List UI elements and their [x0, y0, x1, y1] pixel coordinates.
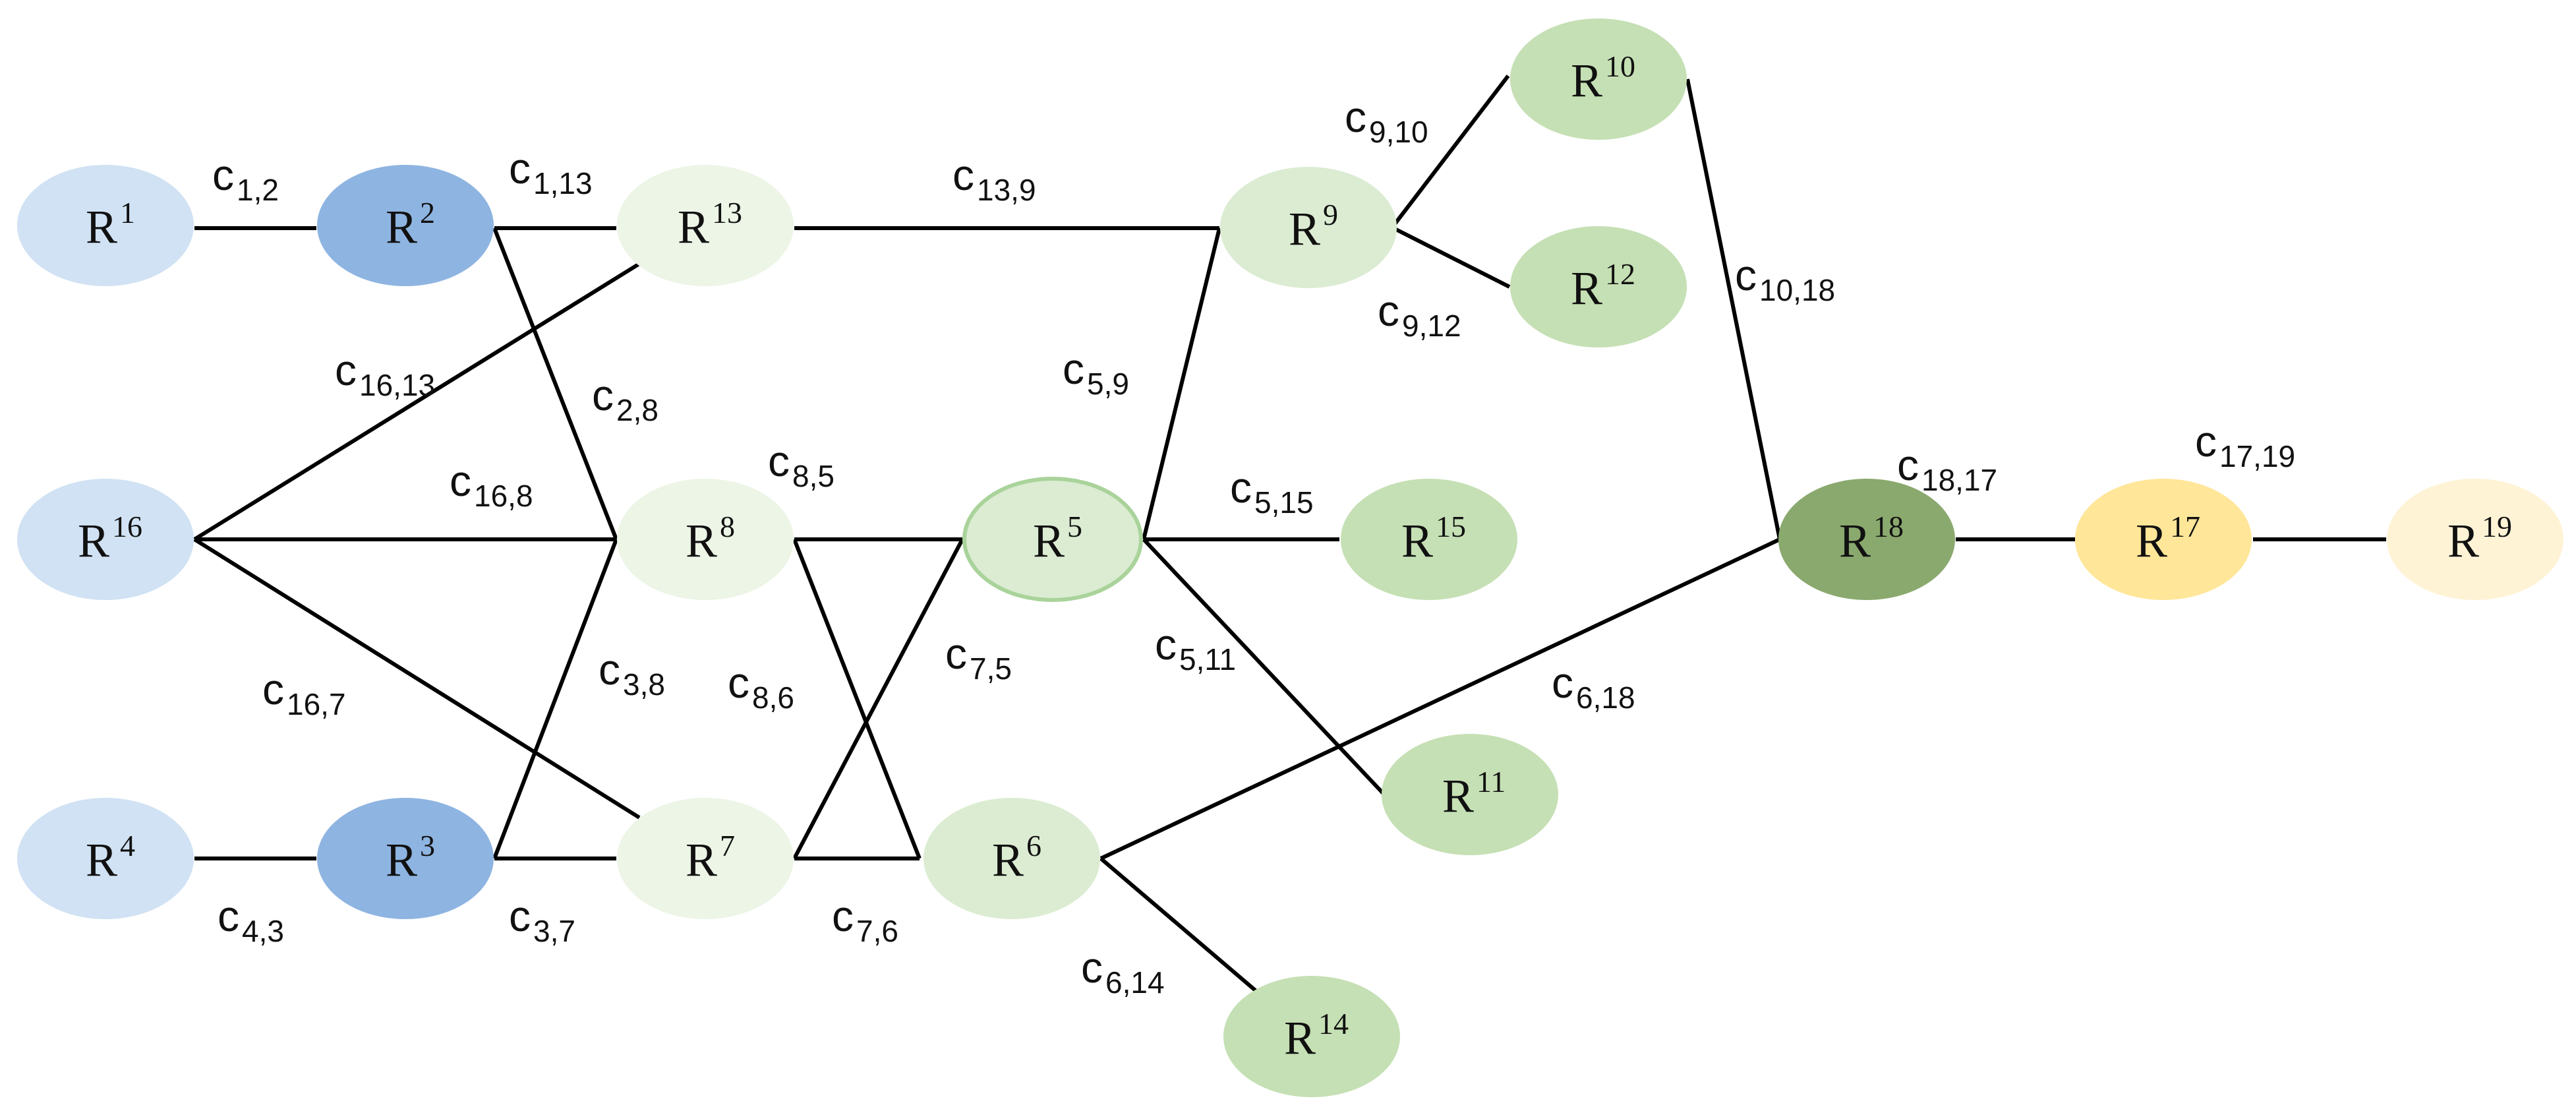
edge-labels-layer: c1,2 c1,13 c2,8 c16,13 c16,8 c16,7 c3,8 c4,3 c3,…	[212, 92, 2295, 1000]
edge-r6-r18	[1099, 537, 1781, 860]
node-r15: R15	[1341, 479, 1517, 600]
node-r3: R3	[317, 798, 494, 919]
edge-r9-r10	[1390, 75, 1510, 229]
edge-label-10-18: c10,18	[1735, 251, 1835, 307]
edge-label-5-15: c5,15	[1230, 463, 1314, 520]
edge-label-5-11: c5,11	[1155, 620, 1236, 677]
node-shape-r9	[1220, 167, 1397, 288]
node-shape-r6	[923, 798, 1100, 919]
node-r18: R18	[1778, 479, 1955, 600]
edge-r9-r12	[1391, 226, 1511, 289]
edge-label-18-17: c18,17	[1897, 440, 1997, 497]
node-label-r14: R14	[1284, 1007, 1349, 1064]
edge-label-8-5: c8,5	[768, 436, 834, 493]
node-r4: R4	[17, 798, 194, 919]
edge-r5-r9	[1142, 227, 1221, 540]
edge-label-17-19: c17,19	[2195, 417, 2295, 473]
node-shape-r17	[2075, 479, 2252, 600]
node-shape-r14	[1223, 976, 1400, 1097]
node-label-r18: R18	[1839, 510, 1904, 567]
node-r10: R10	[1510, 18, 1687, 140]
edges-layer	[193, 75, 2386, 994]
edge-label-1-2: c1,2	[212, 150, 279, 207]
node-label-r10: R10	[1571, 49, 1635, 107]
node-shape-r12	[1510, 226, 1687, 347]
node-label-r4: R4	[86, 829, 135, 886]
node-r5: R5	[962, 477, 1143, 602]
node-shape-r4	[17, 798, 194, 919]
node-shape-r13	[617, 165, 794, 286]
node-r2: R2	[317, 165, 494, 286]
node-shape-r8	[617, 479, 794, 600]
node-label-r1: R1	[86, 196, 135, 253]
edge-label-16-7: c16,7	[262, 665, 346, 721]
edge-r2-r8	[492, 227, 618, 541]
edge-r10-r18	[1685, 78, 1782, 540]
edge-r3-r8	[492, 538, 618, 860]
node-r12: R12	[1510, 226, 1687, 347]
node-label-r7: R7	[686, 829, 735, 886]
edge-r8-r6	[792, 538, 922, 860]
node-shape-r3	[317, 798, 494, 919]
edge-r6-r14	[1099, 857, 1259, 994]
node-r9: R9	[1220, 167, 1397, 288]
node-r16: R16	[17, 479, 194, 600]
node-label-r19: R19	[2447, 510, 2512, 567]
node-label-r17: R17	[2136, 510, 2200, 567]
node-label-r11: R11	[1442, 765, 1506, 822]
edge-label-9-12: c9,12	[1378, 286, 1461, 343]
node-label-r3: R3	[386, 829, 435, 886]
edge-label-5-9: c5,9	[1063, 344, 1129, 401]
node-r19: R19	[2387, 479, 2563, 600]
edge-r7-r5	[792, 538, 964, 860]
edge-label-2-8: c2,8	[592, 371, 659, 427]
edge-label-9-10: c9,10	[1345, 92, 1428, 149]
edge-r5-r11	[1142, 537, 1386, 797]
node-label-r6: R6	[992, 829, 1041, 886]
node-shape-r5	[962, 477, 1143, 602]
node-r6: R6	[923, 798, 1100, 919]
node-r13: R13	[617, 165, 794, 286]
node-r1: R1	[17, 165, 194, 286]
node-r17: R17	[2075, 479, 2252, 600]
node-r11: R11	[1382, 734, 1558, 855]
node-label-r16: R16	[78, 510, 142, 567]
node-shape-r11	[1382, 734, 1558, 855]
node-label-r8: R8	[686, 510, 735, 567]
edge-label-6-14: c6,14	[1081, 943, 1165, 1000]
edge-r16-r13	[193, 262, 641, 541]
node-label-r2: R2	[386, 196, 435, 253]
node-shape-r10	[1510, 18, 1687, 140]
node-label-r5: R5	[1033, 510, 1082, 567]
node-r7: R7	[617, 798, 794, 919]
node-label-r13: R13	[678, 196, 742, 253]
edge-label-4-3: c4,3	[218, 891, 284, 948]
edge-label-16-13: c16,13	[335, 346, 435, 402]
node-label-r9: R9	[1289, 198, 1338, 255]
edge-label-3-7: c3,7	[509, 891, 575, 948]
edge-label-7-6: c7,6	[832, 891, 898, 948]
node-label-r12: R12	[1571, 257, 1635, 315]
edge-label-8-6: c8,6	[728, 658, 794, 715]
node-shape-r7	[617, 798, 794, 919]
node-shape-r15	[1341, 479, 1517, 600]
node-shape-r19	[2387, 479, 2563, 600]
edge-label-3-8: c3,8	[599, 645, 665, 702]
edge-label-1-13: c1,13	[509, 144, 593, 200]
edge-label-16-8: c16,8	[450, 456, 533, 513]
node-shape-r1	[17, 165, 194, 286]
node-r8: R8	[617, 479, 794, 600]
node-shape-r2	[317, 165, 494, 286]
node-label-r15: R15	[1401, 510, 1466, 567]
edge-r16-r7	[193, 537, 641, 820]
edge-label-7-5: c7,5	[945, 629, 1012, 686]
edge-label-13-9: c13,9	[952, 150, 1036, 207]
node-r14: R14	[1223, 976, 1400, 1097]
edge-label-6-18: c6,18	[1552, 658, 1635, 715]
node-shape-r16	[17, 479, 194, 600]
node-shape-r18	[1778, 479, 1955, 600]
